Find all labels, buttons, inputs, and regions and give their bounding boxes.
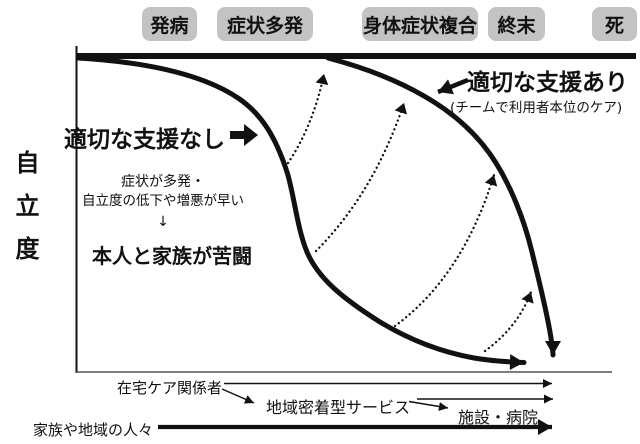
stage-box-complex-symptoms: 身体症状複合 [362,7,478,41]
family-community-label: 家族や地域の人々 [33,421,154,439]
no-support-description: 症状が多発・ 自立度の低下や増悪が早い ↓ [70,172,256,232]
community-to-facility-arrow [408,400,449,411]
home-care-label: 在宅ケア関係者 [117,379,223,397]
with-support-subtitle: (チームで利用者本位のケア) [450,100,623,116]
stage-label: 身体症状複合 [362,14,477,37]
stage-label: 発病 [150,14,189,37]
no-support-pointer-arrow [230,124,258,146]
recovery-arrow-2 [314,101,408,253]
no-support-curve [75,55,527,371]
recovery-arrow-1 [286,72,329,165]
stage-label: 死 [604,14,624,37]
facility-hospital-label: 施設・病院 [458,408,539,427]
stage-box-death: 死 [592,7,637,41]
with-support-curve [325,55,561,358]
stage-box-many-symptoms: 症状多発 [217,7,313,41]
community-service-label: 地域密着型サービス [266,398,411,417]
stage-box-onset: 発病 [142,7,197,41]
down-arrow-icon: ↓ [157,213,169,230]
stage-box-terminal: 終末 [488,7,545,41]
stage-label: 症状多発 [226,14,303,37]
with-support-pointer-arrow [437,77,469,95]
stage-label: 終末 [497,14,536,37]
recovery-arrow-3 [393,173,498,328]
no-support-desc-line1: 症状が多発・ [121,174,205,190]
home-to-community-arrow [221,388,255,404]
no-support-desc-line2: 自立度の低下や増悪が早い [82,193,244,210]
no-support-desc-bold: 本人と家族が苦闘 [92,244,252,268]
y-axis-label: 自立度 [11,150,39,279]
recovery-arrow-4 [483,290,534,353]
with-support-title: 適切な支援あり [467,70,628,96]
no-support-title: 適切な支援なし [64,127,225,153]
